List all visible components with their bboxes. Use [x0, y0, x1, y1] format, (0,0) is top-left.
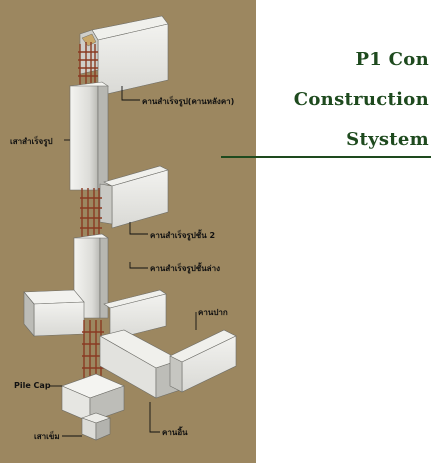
label-leader-lines [50, 86, 197, 437]
precast-column-upper [69, 81, 109, 191]
label-ground-floor-beam: คานสำเร็จรูปชั้นล่าง [150, 264, 220, 273]
title-line-2: Construction [293, 89, 429, 110]
pile-block [81, 412, 111, 441]
ground-floor-beams [23, 289, 167, 341]
label-roof-beam: คานสำเร็จรูป(คานหลังคา) [142, 97, 235, 106]
title-line-1: P1 Con [355, 49, 429, 70]
middle-rebar-cage [80, 188, 102, 240]
second-floor-beam [99, 165, 169, 229]
title-underline [221, 156, 431, 158]
label-pile-cap: Pile Cap [14, 381, 51, 390]
pile-cap-block [61, 373, 125, 423]
label-pile: เสาเข็ม [34, 432, 60, 441]
edge-beam [169, 329, 237, 393]
precast-structure-illustration [23, 15, 237, 441]
label-column: เสาสำเร็จรูป [10, 137, 53, 146]
label-second-floor-beam: คานสำเร็จรูปชั้น 2 [150, 231, 216, 240]
title-line-3: Stystem [346, 129, 429, 150]
upper-rebar-cage [78, 42, 98, 88]
label-edge-beam: คานปาก [198, 308, 228, 317]
label-ground-beam: คานอิ้น [162, 428, 188, 437]
